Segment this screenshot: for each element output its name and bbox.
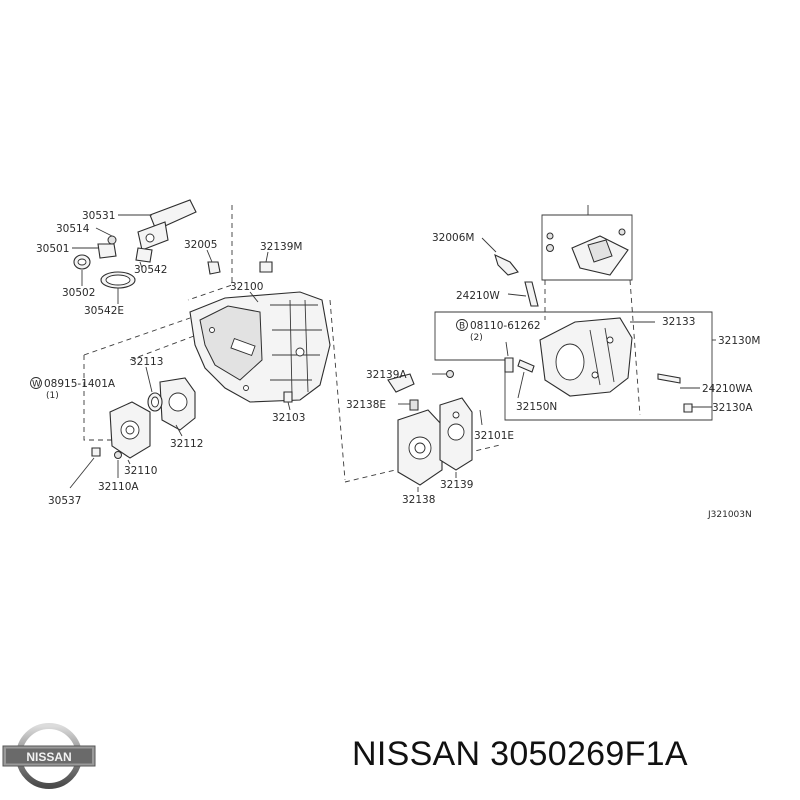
label-24210w: 24210W — [456, 290, 500, 302]
left-leader-lines — [69, 214, 291, 489]
label-32005: 32005 — [184, 239, 217, 251]
label-30502: 30502 — [62, 287, 95, 299]
label-32130m: 32130M — [718, 335, 760, 347]
label-08110-b: (2) — [470, 333, 483, 343]
label-32130a: 32130A — [712, 402, 753, 414]
main-housing-32100 — [189, 291, 331, 403]
circled-markers: W B — [30, 319, 468, 390]
label-24210wa: 24210WA — [702, 383, 753, 395]
label-32110: 32110 — [124, 465, 157, 477]
nissan-logo: NISSAN — [2, 723, 96, 789]
label-30537: 30537 — [48, 495, 81, 507]
brand-name: NISSAN — [352, 735, 481, 773]
part-number: 3050269F1A — [490, 735, 688, 773]
svg-text:W: W — [32, 380, 41, 390]
adapter-plate-32138 — [387, 373, 443, 486]
label-32113: 32113 — [130, 356, 163, 368]
diagram-code: J321003N — [707, 510, 752, 520]
right-group-frame — [434, 205, 713, 421]
label-08915-a: 08915-1401A — [44, 378, 116, 390]
part-labels: 30531 30514 30501 30542 30502 30542E 320… — [36, 210, 760, 520]
label-32139: 32139 — [440, 479, 473, 491]
label-30531: 30531 — [82, 210, 115, 222]
right-hardware — [446, 253, 693, 413]
front-cover-32110 — [109, 401, 151, 459]
svg-text:NISSAN: NISSAN — [26, 750, 71, 764]
rear-extension-32130m — [539, 317, 633, 397]
shift-control-housing — [546, 228, 629, 276]
left-group-frame — [83, 205, 501, 483]
label-32006m: 32006M — [432, 232, 474, 244]
small-bolt-30537 — [91, 447, 101, 457]
gasket-32112 — [159, 377, 196, 431]
oil-seal-32113 — [147, 392, 163, 412]
label-30514: 30514 — [56, 223, 90, 235]
label-30542e: 30542E — [84, 305, 124, 317]
label-30501: 30501 — [36, 243, 69, 255]
label-32100: 32100 — [230, 281, 263, 293]
gasket-32139 — [439, 397, 473, 471]
label-32133: 32133 — [662, 316, 695, 328]
label-32150n: 32150N — [516, 401, 557, 413]
right-leader-lines — [398, 237, 716, 492]
label-32103: 32103 — [272, 412, 305, 424]
svg-text:B: B — [459, 322, 465, 332]
label-32139m: 32139M — [260, 241, 302, 253]
label-32139a: 32139A — [366, 369, 407, 381]
housing-hardware — [207, 261, 293, 403]
label-32101e: 32101E — [474, 430, 514, 442]
label-08915-b: (1) — [46, 391, 59, 401]
label-32110a: 32110A — [98, 481, 139, 493]
label-30542: 30542 — [134, 264, 167, 276]
label-32138e: 32138E — [346, 399, 386, 411]
label-32138: 32138 — [402, 494, 435, 506]
label-32112: 32112 — [170, 438, 203, 450]
label-08110-a: 08110-61262 — [470, 320, 541, 332]
brand-part-number: NISSAN 3050269F1A — [352, 735, 688, 774]
shift-rod-assembly — [73, 199, 197, 289]
